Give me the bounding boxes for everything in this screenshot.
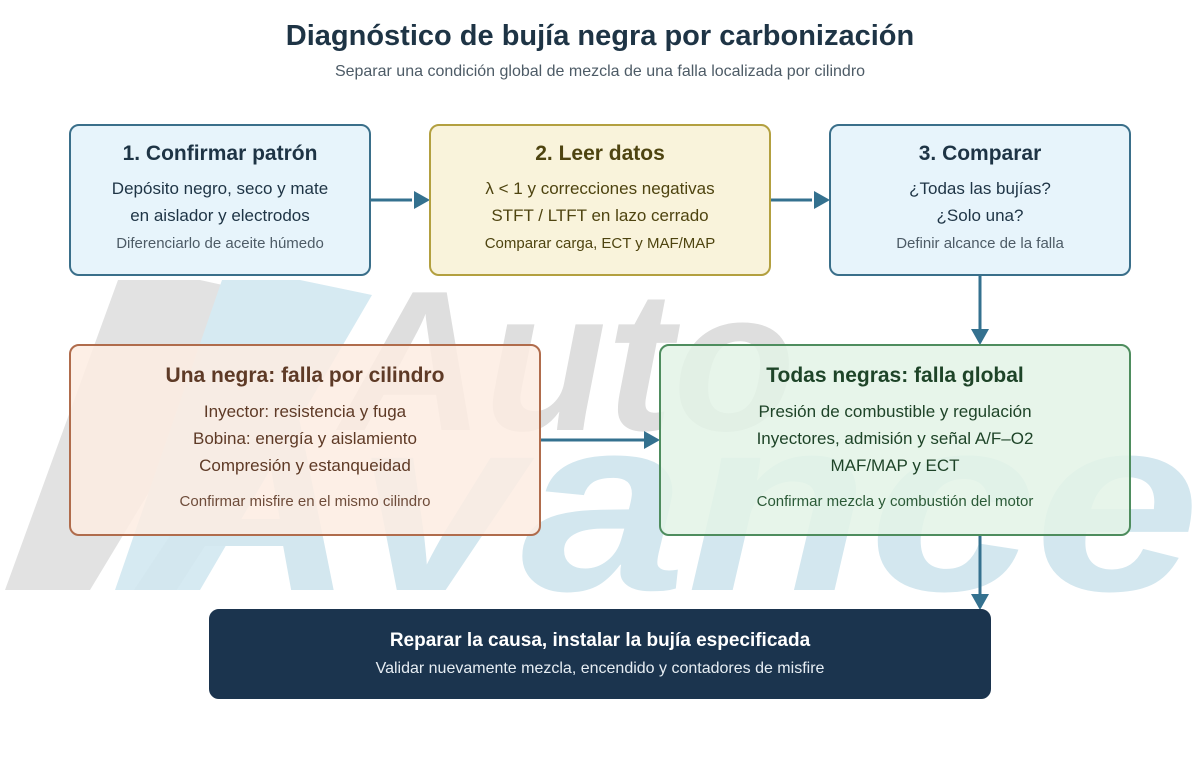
final-repair-box: Reparar la causa, instalar la bujía espe… (209, 609, 991, 699)
branch-single-cylinder-box: Una negra: falla por cilindro Inyector: … (69, 344, 541, 536)
step-confirm-pattern-box: 1. Confirmar patrón Depósito negro, seco… (69, 124, 371, 276)
page-subtitle: Separar una condición global de mezcla d… (334, 63, 866, 80)
branch-global-fault-box: Todas negras: falla global Presión de co… (659, 344, 1131, 536)
step-title: 1. Confirmar patrón (122, 142, 318, 165)
branch-line: Inyector: resistencia y fuga (203, 402, 407, 421)
step-note: Diferenciarlo de aceite húmedo (116, 235, 324, 252)
step-title: 3. Comparar (918, 142, 1042, 165)
branch-line: Presión de combustible y regulación (758, 402, 1032, 421)
step-note: Definir alcance de la falla (896, 235, 1064, 252)
branch-line: Bobina: energía y aislamiento (193, 429, 417, 448)
step-line: ¿Solo una? (936, 206, 1024, 225)
step-note: Comparar carga, ECT y MAF/MAP (484, 235, 716, 252)
page-title: Diagnóstico de bujía negra por carboniza… (285, 20, 915, 52)
branch-note: Confirmar mezcla y combustión del motor (756, 493, 1034, 510)
step-line: λ < 1 y correcciones negativas (485, 179, 715, 198)
step-read-data-box: 2. Leer datos λ < 1 y correcciones negat… (429, 124, 771, 276)
step-line: ¿Todas las bujías? (909, 179, 1051, 198)
branch-title: Todas negras: falla global (766, 364, 1024, 387)
step-title: 2. Leer datos (535, 142, 665, 165)
step-compare-box: 3. Comparar ¿Todas las bujías? ¿Solo una… (829, 124, 1131, 276)
final-note: Validar nuevamente mezcla, encendido y c… (375, 660, 825, 677)
branch-note: Confirmar misfire en el mismo cilindro (179, 493, 431, 510)
branch-line: MAF/MAP y ECT (830, 456, 960, 475)
step-line: STFT / LTFT en lazo cerrado (491, 206, 709, 225)
step-line: Depósito negro, seco y mate (111, 179, 329, 198)
branch-title: Una negra: falla por cilindro (165, 364, 445, 387)
step-line: en aislador y electrodos (130, 206, 310, 225)
branch-line: Inyectores, admisión y señal A/F–O2 (756, 429, 1034, 448)
final-title: Reparar la causa, instalar la bujía espe… (389, 630, 811, 651)
branch-line: Compresión y estanqueidad (199, 456, 411, 475)
